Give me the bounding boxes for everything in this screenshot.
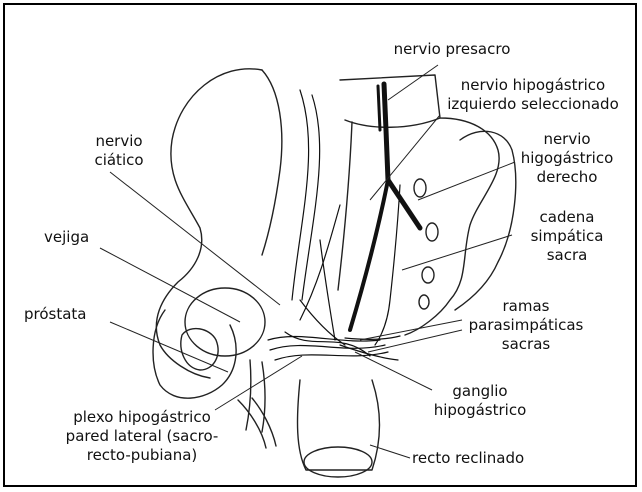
rectum-opening <box>304 447 372 477</box>
right-hypogastric-trunk <box>388 180 420 228</box>
leader-right-hypogastric <box>418 162 515 200</box>
label-right-hypogastric-nerve: nervio higogástrico derecho <box>512 130 622 187</box>
plexus-fiber <box>300 205 340 320</box>
leader-sympathetic-chain <box>402 235 512 270</box>
label-left-hypogastric-nerve: nervio hipogástrico izquierdo selecciona… <box>434 76 632 114</box>
plexus-fiber <box>270 345 385 350</box>
leader-parasympathetic-1 <box>360 320 462 340</box>
sacral-foramen <box>414 179 426 197</box>
sacral-foramen <box>422 267 434 283</box>
sciatic-nerve-fiber <box>302 95 320 300</box>
label-reclined-rectum: recto reclinado <box>412 449 524 468</box>
label-hypogastric-ganglion: ganglio hipogástrico <box>420 382 540 420</box>
bladder-shape <box>185 288 265 356</box>
leader-prostate <box>110 322 228 372</box>
rectum-outline <box>298 380 380 470</box>
plexus-fiber <box>275 352 388 360</box>
leader-presacral-nerve <box>388 65 438 100</box>
plexus-fiber <box>320 240 335 340</box>
presacral-nerve-branch <box>378 86 380 130</box>
label-prostate: próstata <box>24 305 87 324</box>
label-hypogastric-plexus-lateral-wall: plexo hipogástrico pared lateral (sacro-… <box>34 408 250 465</box>
label-sciatic-nerve: nervio ciático <box>74 132 164 170</box>
sacral-foramen <box>419 295 429 309</box>
label-presacral-nerve: nervio presacro <box>372 40 532 59</box>
leader-sciatic-nerve <box>110 172 280 305</box>
left-ischium <box>153 310 236 398</box>
right-iliac-wing <box>455 131 516 310</box>
plexus-fiber <box>285 332 370 356</box>
label-sacral-parasympathetic-branches: ramas parasimpáticas sacras <box>456 297 596 354</box>
sacrum-promontory <box>345 118 440 127</box>
left-iliac-inner <box>262 70 282 255</box>
sacral-foramen <box>426 223 438 241</box>
leader-bladder <box>100 248 240 322</box>
sympathetic-chain <box>375 185 400 345</box>
presacral-nerve-trunk <box>384 84 388 180</box>
label-bladder: vejiga <box>44 228 89 247</box>
leader-plexus-lateral <box>215 356 302 410</box>
sacrum-outline <box>340 75 499 335</box>
left-hypogastric-trunk <box>350 180 388 330</box>
label-sacral-sympathetic-chain: cadena simpática sacra <box>512 208 622 265</box>
obturator-ring <box>181 329 218 370</box>
